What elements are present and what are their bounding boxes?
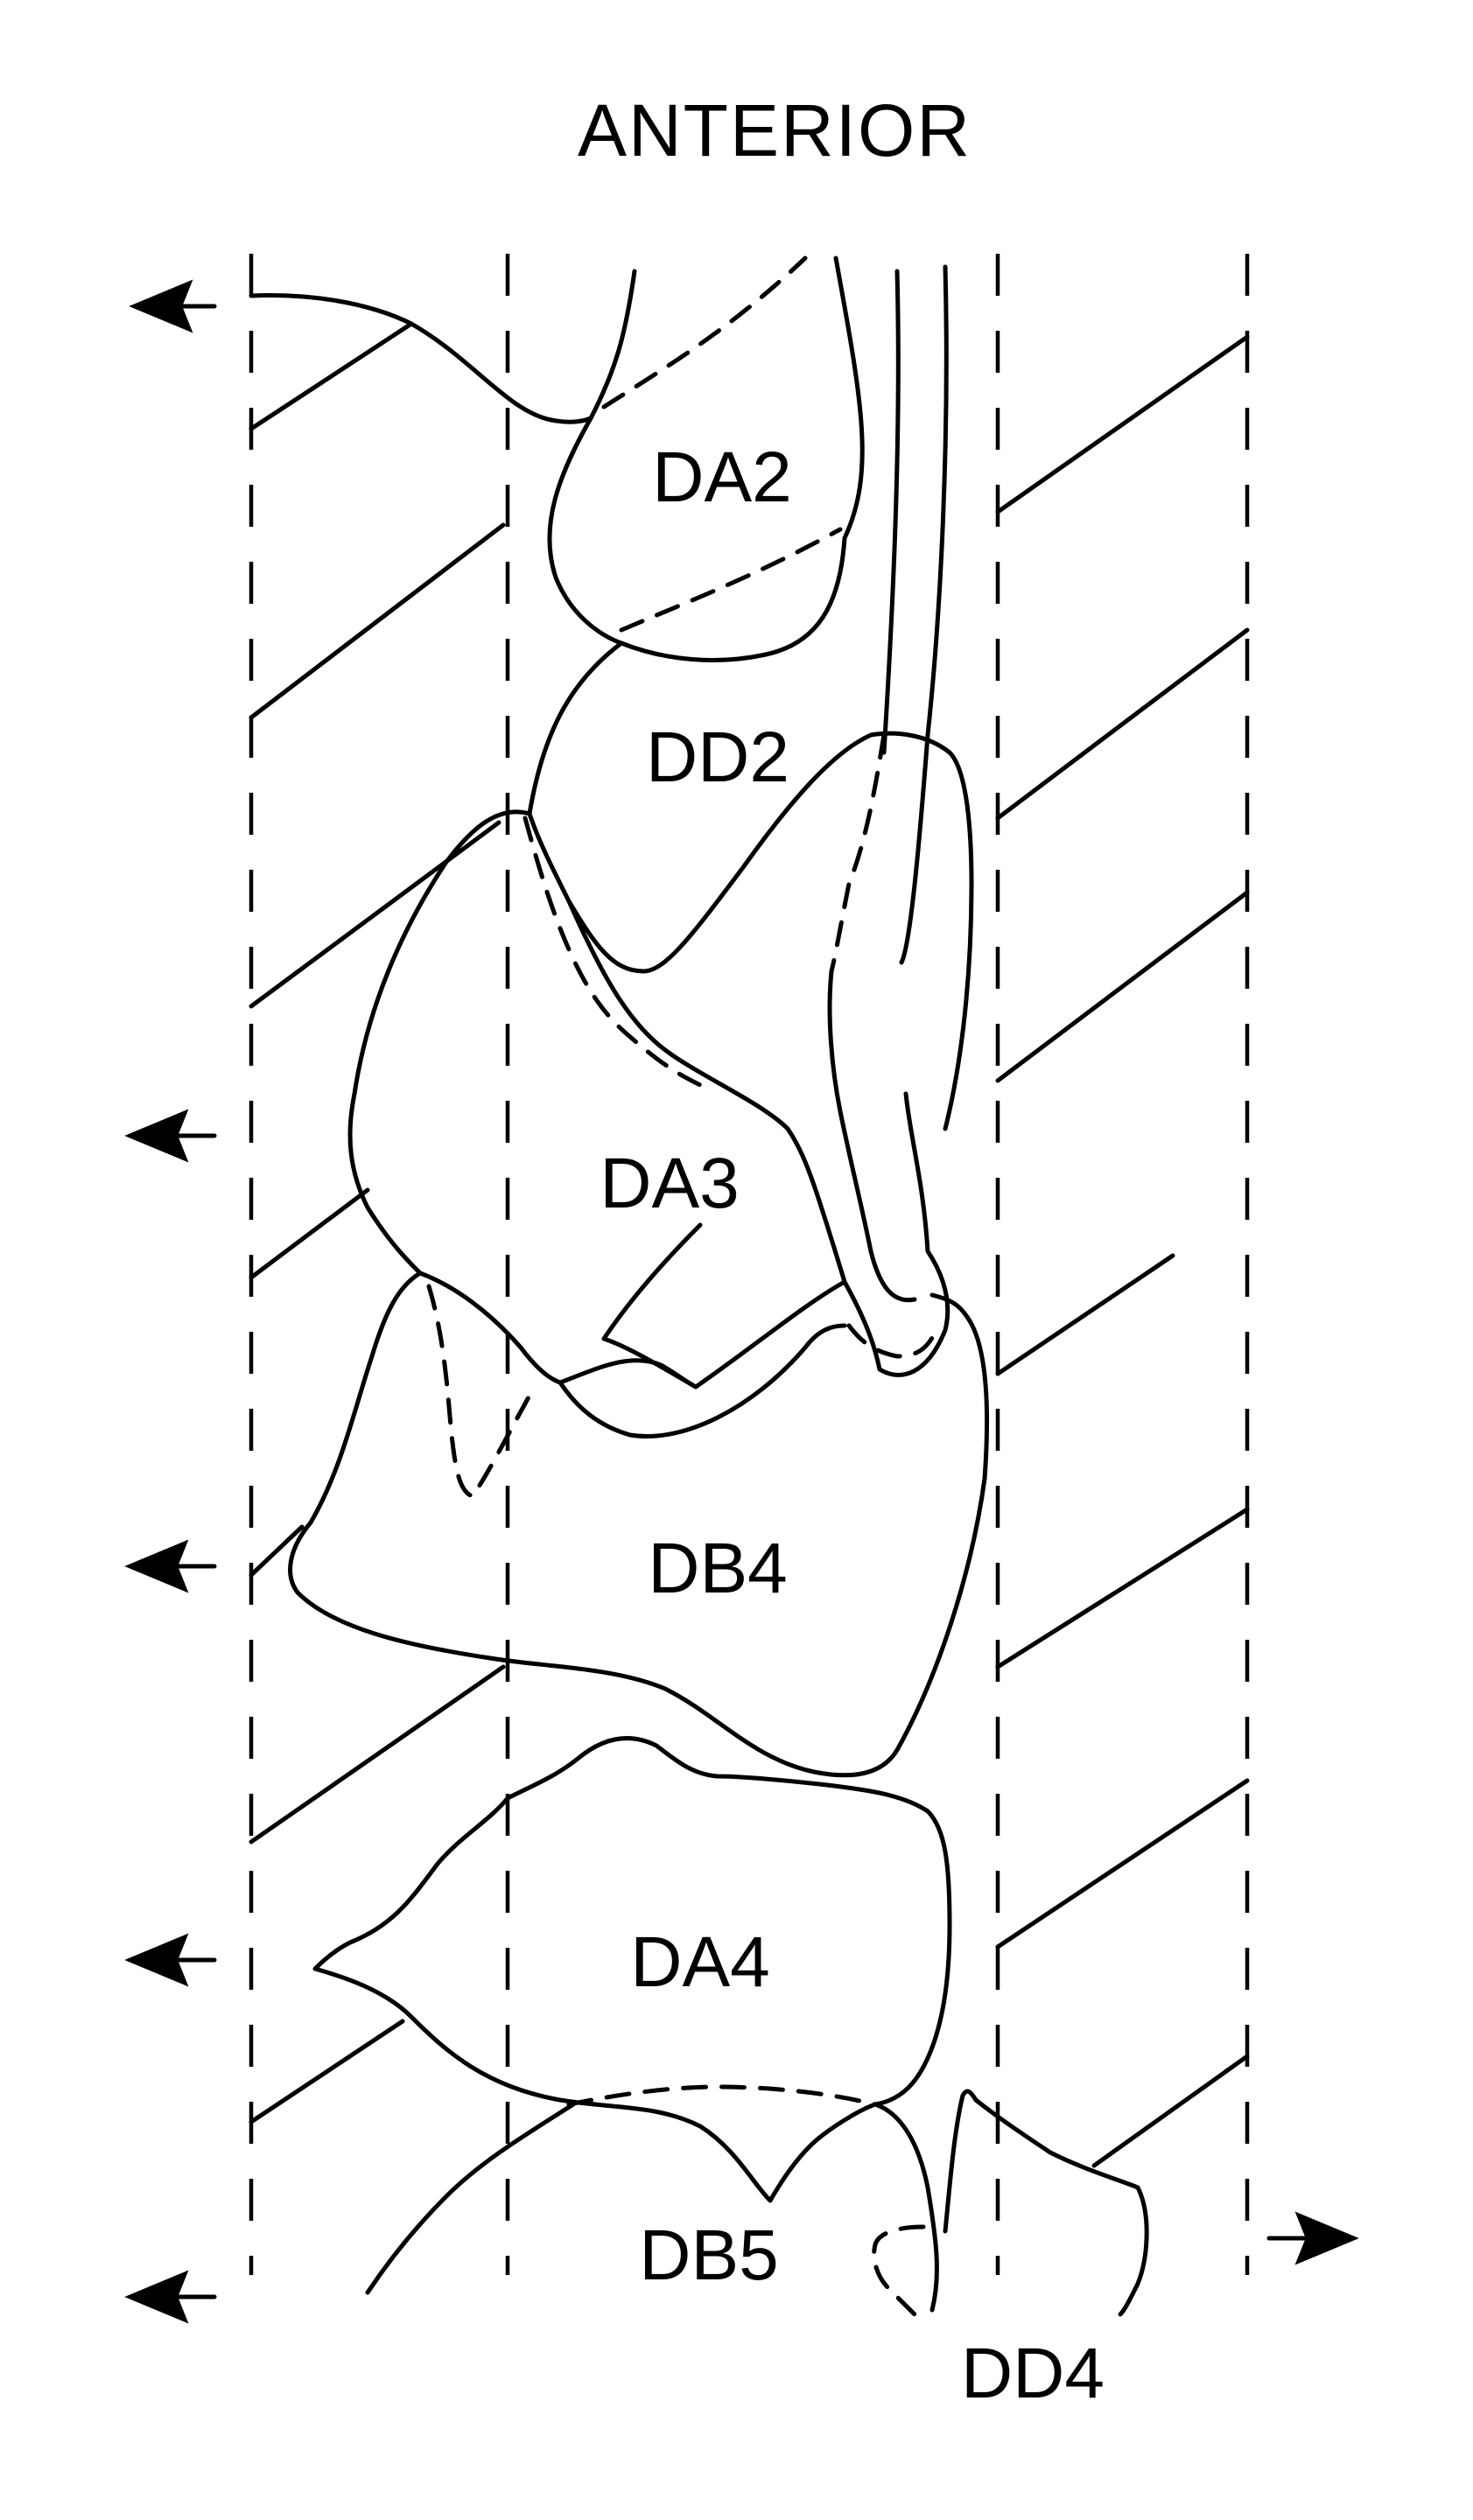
left-hatch-4 [249, 1187, 370, 1280]
right-hatch-4 [995, 1253, 1175, 1376]
dashed-dd2-left [523, 816, 703, 1088]
cell-outlines [249, 256, 1149, 2317]
left-hatch-5 [249, 1524, 305, 1578]
dashed-db4-left [426, 1284, 532, 1499]
left-column-hatches [249, 321, 506, 2124]
diagram-title: ANTERIOR [578, 89, 971, 172]
right-hatch-2 [995, 627, 1250, 821]
arrow-left-1 [129, 279, 217, 333]
dashed-boundaries [426, 256, 939, 2321]
left-hatch-3 [249, 820, 502, 1009]
right-column-hatches [995, 334, 1250, 2168]
left-hatch-6 [249, 1664, 506, 1844]
label-da2: DA2 [652, 438, 792, 517]
right-hatch-5 [995, 1507, 1250, 1670]
dashed-db4-right [846, 1323, 939, 1359]
label-da3: DA3 [600, 1144, 740, 1223]
arrow-left-4 [124, 1933, 217, 1987]
cell-da4-outline [312, 1736, 952, 2203]
left-hatch-1 [249, 321, 414, 431]
direction-arrows [124, 279, 1359, 2324]
label-dd4: DD4 [961, 2334, 1105, 2413]
cell-db5-outline [873, 2102, 939, 2313]
label-da4: DA4 [630, 1922, 770, 2002]
arrow-left-5 [124, 2270, 217, 2324]
cell-db4-top [558, 1323, 847, 1438]
cell-da3-mid [566, 899, 847, 1284]
label-dd2: DD2 [646, 718, 789, 797]
vertical-guides [249, 254, 1250, 2275]
right-hatch-6 [995, 1778, 1250, 1950]
arrow-left-2 [124, 1109, 217, 1163]
dashed-da2-bottom [619, 527, 843, 633]
dashed-da4-bottom [566, 2084, 878, 2107]
cell-da3-tail [827, 969, 917, 1303]
dashed-da2-top [601, 256, 808, 410]
label-db5: DB5 [639, 2216, 779, 2295]
long-process-inner [881, 269, 901, 755]
cell-da3-outline [347, 809, 950, 1390]
dashed-dd2-right [829, 732, 887, 974]
arrow-left-3 [124, 1539, 217, 1593]
cell-da3-inner [601, 1222, 703, 1390]
upper-left-process [249, 293, 593, 424]
right-hatch-1 [995, 334, 1250, 514]
left-hatch-7 [249, 2019, 405, 2124]
arrow-right-1 [1266, 2211, 1359, 2265]
long-process-outer [899, 264, 949, 965]
cell-db4-outline [288, 1270, 990, 1778]
dashed-db5-hook [872, 2224, 926, 2321]
cell-dd4-outline [943, 2089, 1149, 2317]
cell-dd2-outline [527, 640, 974, 1131]
label-db4: DB4 [648, 1529, 788, 1608]
right-hatch-3 [995, 890, 1250, 1083]
cell-db5-left-process [365, 2102, 576, 2295]
right-hatch-7 [1091, 2054, 1250, 2168]
cell-labels: DA2 DD2 DA3 DB4 DA4 DB5 DD4 [600, 438, 1105, 2413]
left-hatch-2 [249, 522, 506, 720]
cell-da2-outline [547, 256, 865, 662]
